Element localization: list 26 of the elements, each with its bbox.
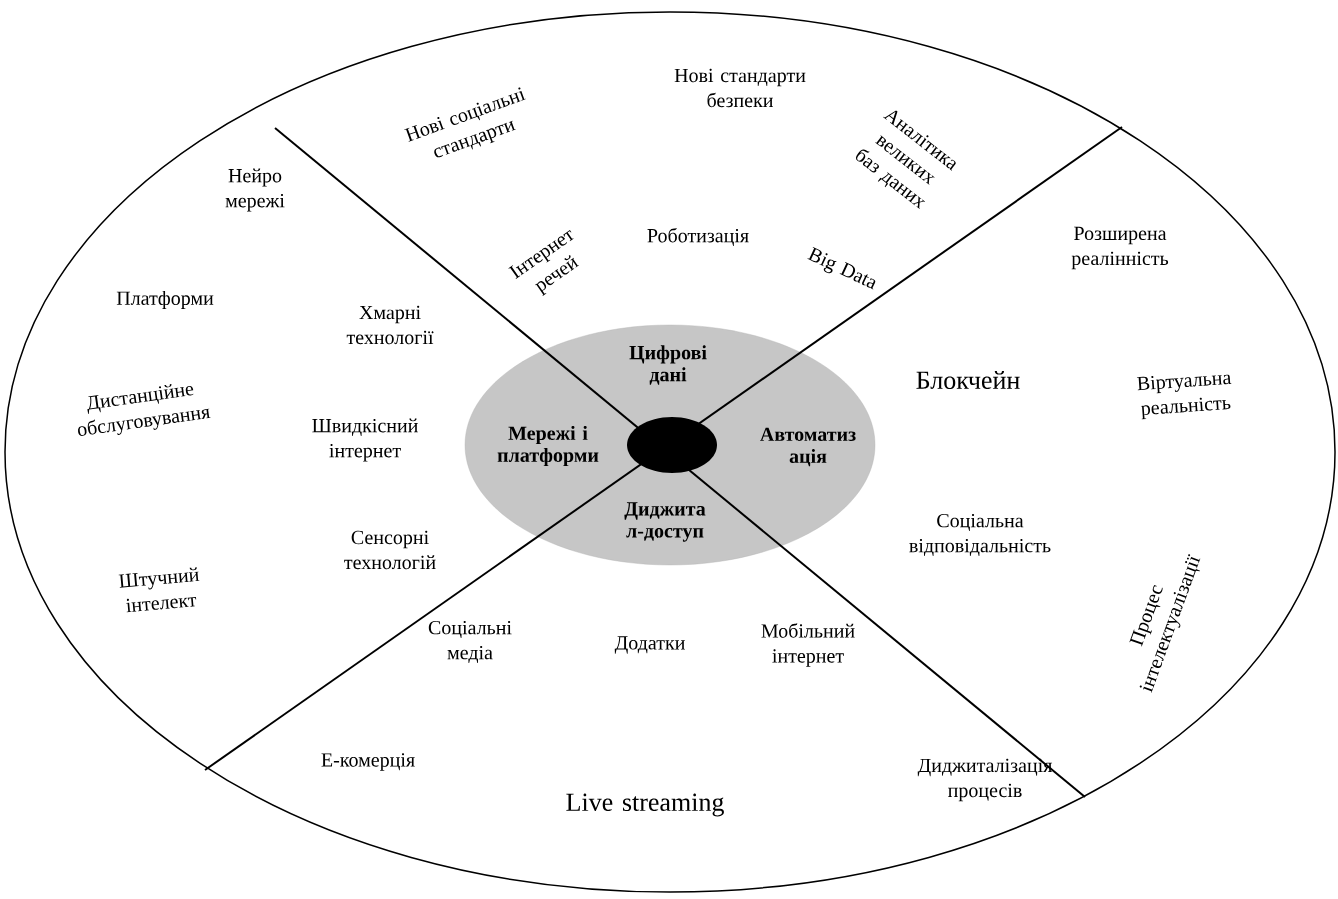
term-label: Big Data bbox=[807, 246, 876, 290]
term-label: Диджиталізація процесів bbox=[917, 758, 1053, 802]
term-label: Додатки bbox=[614, 636, 685, 654]
term-label: Віртуальна реальність bbox=[1136, 374, 1232, 420]
category-label: Автоматиз ація bbox=[760, 427, 856, 467]
term-label: Швидкісний інтернет bbox=[312, 418, 418, 462]
term-label: Дистанційне обслуговування bbox=[78, 384, 211, 436]
term-label: Live streaming bbox=[566, 793, 724, 817]
term-label: Мобільний інтернет bbox=[761, 623, 855, 667]
term-label: Е-комерція bbox=[321, 753, 415, 771]
term-label: Соціальна відповідальність bbox=[909, 513, 1051, 557]
term-label: Блокчейн bbox=[916, 370, 1020, 389]
term-label: Нові стандарти безпеки bbox=[674, 68, 806, 108]
term-label: Роботизація bbox=[647, 227, 749, 247]
category-label: Диджита л-доступ bbox=[624, 502, 706, 542]
category-label: Цифрові дані bbox=[629, 345, 707, 385]
term-label: Розширена реалінність bbox=[1071, 226, 1169, 270]
term-label: Нейро мережі bbox=[225, 168, 285, 212]
category-label: Мережі і платформи bbox=[497, 425, 599, 467]
term-label: Штучний інтелект bbox=[118, 567, 200, 613]
term-label: Хмарні технології bbox=[346, 305, 434, 345]
term-label: Платформи bbox=[116, 290, 214, 310]
center-ellipse bbox=[627, 417, 717, 473]
outer-ellipse bbox=[4, 11, 1336, 893]
term-label: Сенсорні технологій bbox=[344, 530, 436, 570]
term-label: Соціальні медіа bbox=[428, 620, 512, 664]
